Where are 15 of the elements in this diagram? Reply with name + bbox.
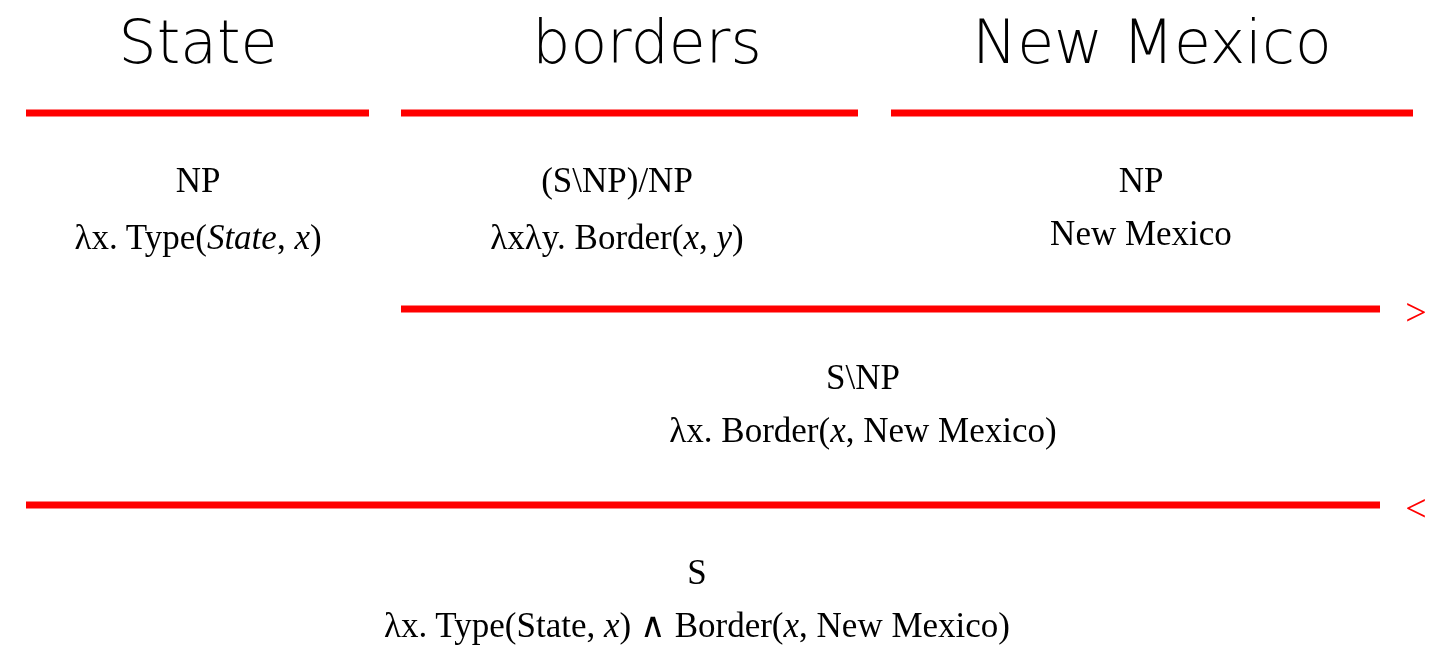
semantic-formula: λx. Border(x, New Mexico) — [669, 412, 1057, 448]
category-label: S — [687, 554, 707, 590]
combinator-symbol: < — [1405, 489, 1427, 527]
category-label: NP — [175, 162, 221, 198]
category-label: S\NP — [826, 359, 900, 395]
word: borders — [532, 12, 762, 72]
combinator-symbol: > — [1405, 293, 1427, 331]
category-label: NP — [1118, 162, 1164, 198]
semantic-formula: New Mexico — [1050, 215, 1232, 251]
semantic-formula: λxλy. Border(x, y) — [490, 219, 744, 255]
semantic-formula: λx. Type(State, x) — [74, 219, 322, 255]
word: New Mexico — [972, 12, 1332, 72]
semantic-formula: λx. Type(State, x) ∧ Border(x, New Mexico) — [384, 607, 1010, 643]
word: State — [118, 12, 278, 72]
category-label: (S\NP)/NP — [541, 162, 693, 198]
